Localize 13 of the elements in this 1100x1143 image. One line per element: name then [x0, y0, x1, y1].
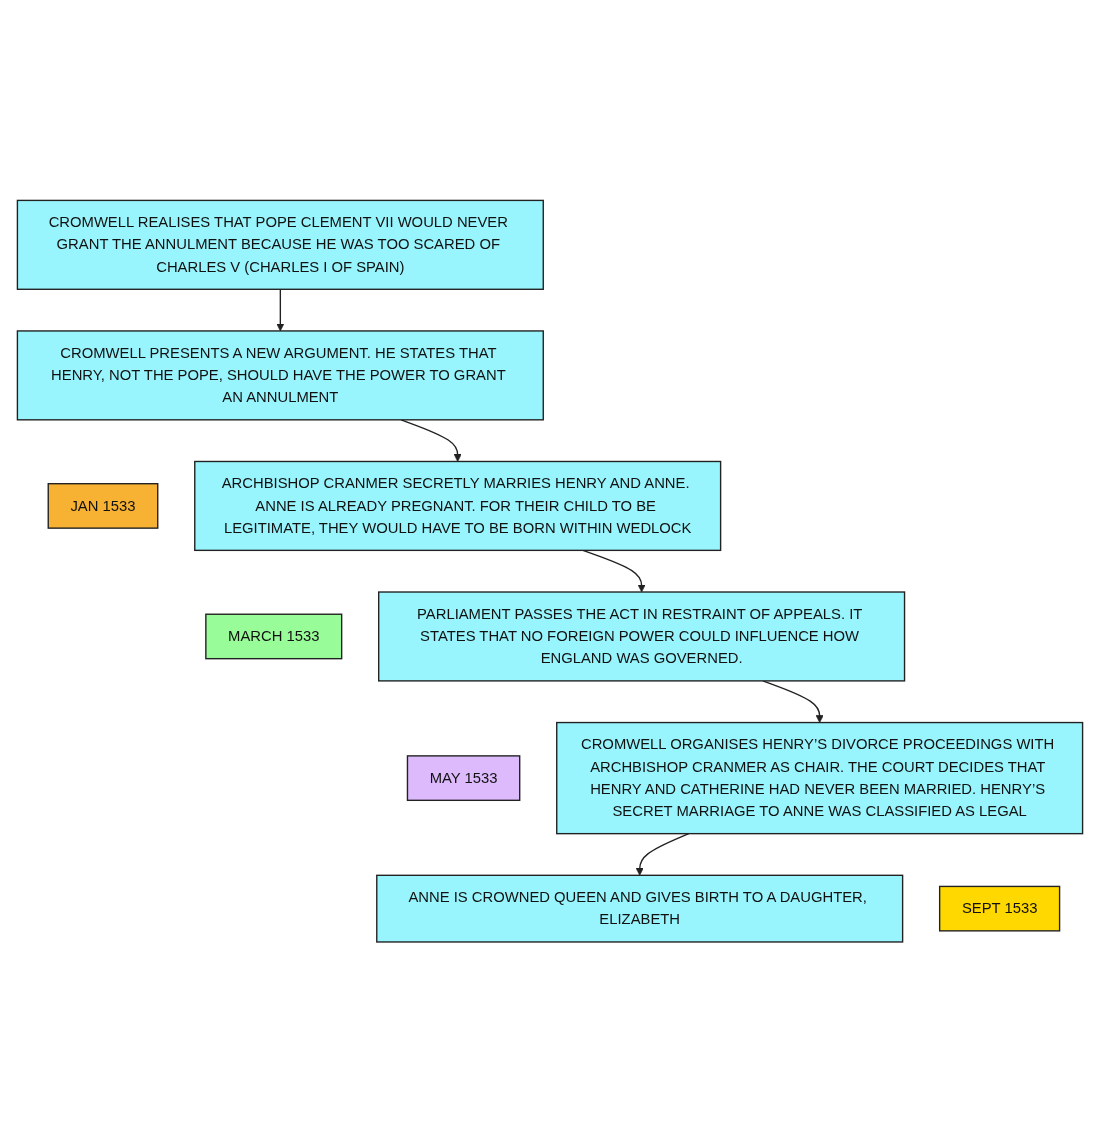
node-box: MARCH 1533: [205, 613, 343, 660]
node-box: MAY 1533: [406, 755, 521, 802]
node-box: CROMWELL REALISES THAT POPE CLEMENT VII WOULD NEVER GRANT THE ANNULMENT BECAUSE HE WAS TOO SCARED OF CHARLES V (CHARLES I OF SPAIN): [16, 200, 544, 291]
arrow: [276, 288, 285, 332]
node-box: SEPT 1533: [938, 886, 1061, 932]
node-box: CROMWELL ORGANISES HENRY’S DIVORCE PROCEEDINGS WITH ARCHBISHOP CRANMER AS CHAIR. THE COURT DECIDES THAT HENRY AND CATHERINE HAD NEVER BEEN MARRIED. HENRY’S SECRET MARRIAGE TO ANNE WAS CLASSIFIED AS LEGAL: [556, 722, 1084, 835]
arrow: [635, 833, 690, 876]
node-box: ANNE IS CROWNED QUEEN AND GIVES BIRTH TO A DAUGHTER, ELIZABETH: [376, 874, 904, 943]
node-box: JAN 1533: [47, 483, 159, 530]
arrow: [582, 549, 646, 593]
node-box: CROMWELL PRESENTS A NEW ARGUMENT. HE STATES THAT HENRY, NOT THE POPE, SHOULD HAVE THE POWER TO GRANT AN ANNULMENT: [16, 330, 544, 421]
node-box: ARCHBISHOP CRANMER SECRETLY MARRIES HENRY AND ANNE. ANNE IS ALREADY PREGNANT. FOR THEIR CHILD TO BE LEGITIMATE, THEY WOULD HAVE TO BE BORN WITHIN WEDLOCK: [194, 461, 722, 552]
node-box: PARLIAMENT PASSES THE ACT IN RESTRAINT OF APPEALS. IT STATES THAT NO FOREIGN POWER COULD INFLUENCE HOW ENGLAND WAS GOVERNED.: [378, 591, 906, 682]
